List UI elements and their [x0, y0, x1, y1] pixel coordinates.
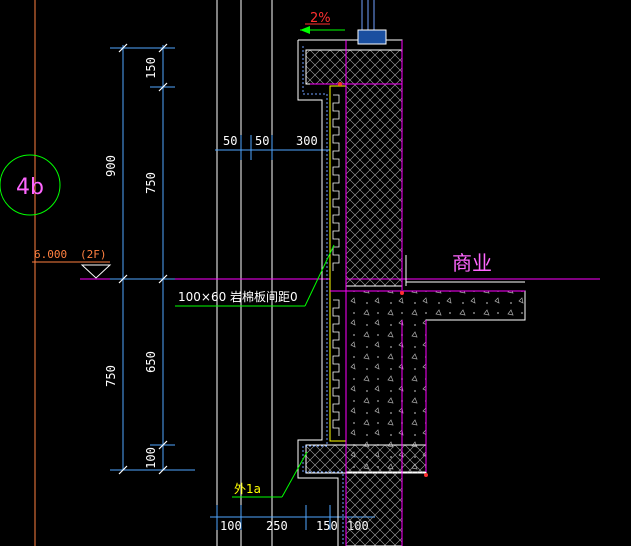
- dim-outer-750: 750: [104, 365, 118, 387]
- side-note-leader: [281, 451, 308, 498]
- structure-magenta-lines: [310, 40, 525, 546]
- lower-ledge-hatched: [305, 444, 427, 474]
- vertical-dimension-lines: [110, 45, 195, 471]
- marker-dot-top: [338, 82, 342, 86]
- insulation-strip-upper: [329, 85, 347, 292]
- dim-inner-650: 650: [144, 351, 158, 373]
- insulation-strip-lower: [329, 290, 347, 442]
- window-sill-profile: [357, 29, 387, 45]
- elevation-value: 6.000: [34, 248, 67, 261]
- insulation-note-leader: [304, 244, 335, 307]
- axis-bubble: [0, 154, 61, 216]
- marker-dot-bottom: [424, 473, 428, 477]
- lower-wall-hatched: [345, 472, 403, 546]
- dim-inner-100: 100: [144, 447, 158, 469]
- insulation-anchor-pattern-upper: [332, 94, 340, 271]
- room-name-label: 商业: [452, 251, 492, 275]
- dim-top-50-a: 50: [223, 134, 237, 148]
- dim-top-50-b: 50: [255, 134, 269, 148]
- slope-label: 2%: [310, 11, 331, 26]
- side-note: 外1a: [234, 482, 261, 496]
- dim-bottom-100-a: 100: [220, 519, 242, 533]
- slope-arrow-icon: [300, 26, 310, 34]
- parapet-coping-block: [305, 49, 403, 85]
- dim-bottom-250: 250: [266, 519, 288, 533]
- insulation-note: 100×60 岩棉板间距0: [178, 289, 298, 304]
- floor-label: (2F): [80, 248, 107, 261]
- dim-inner-750: 750: [144, 172, 158, 194]
- elevation-triangle-icon: [80, 264, 112, 279]
- dim-bottom-150: 150: [316, 519, 338, 533]
- dim-top-300: 300: [296, 134, 318, 148]
- insulation-anchor-pattern-lower: [332, 299, 340, 436]
- axis-bubble-label: 4b: [16, 175, 44, 200]
- dim-inner-150: 150: [144, 57, 158, 79]
- vertical-dimension-ticks: [118, 43, 168, 475]
- dim-outer-900: 900: [104, 155, 118, 177]
- cladding-mesh-line: [302, 46, 344, 546]
- marker-dot-slab: [400, 291, 404, 295]
- upper-wall-hatched: [345, 83, 403, 287]
